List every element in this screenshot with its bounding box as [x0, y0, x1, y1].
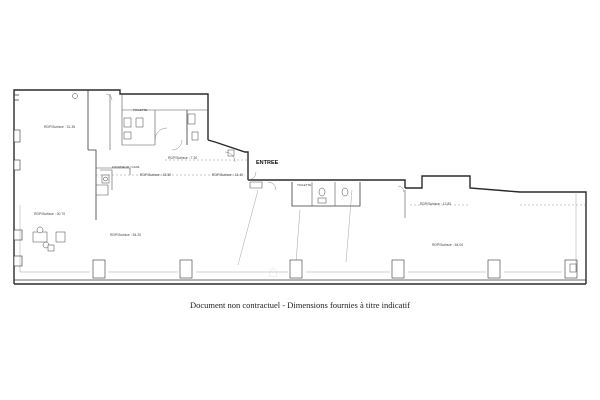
- partitions: [87, 90, 586, 266]
- label-room-7: RDP/Surface : 12.80: [420, 202, 451, 206]
- columns: [13, 129, 578, 279]
- label-toilettes-1: TOILETTE: [133, 108, 147, 112]
- label-room-4: RDP/Surface : 43.50: [140, 173, 171, 177]
- label-room-5: RDP/Surface : 64.00: [432, 243, 463, 247]
- window-marks: [19, 192, 577, 273]
- plan-caption: Document non contractuel - Dimensions fo…: [190, 300, 410, 310]
- outer-walls: [13, 89, 587, 285]
- label-room-6: RDP/Surface : 13.40: [212, 173, 243, 177]
- fixtures: [32, 93, 577, 273]
- label-entree: ENTREE: [256, 160, 279, 166]
- watermark-logo: ⌂: [268, 262, 280, 281]
- door-swings: [105, 93, 405, 193]
- label-room-8: RDP/Surface : 7.30: [168, 156, 197, 160]
- label-room-1: RDP/Surface : 31.35: [44, 125, 75, 129]
- plan-labels: ENTREE TOILETTE TOILETTE FOURNEUR / CAFÉ…: [34, 108, 463, 247]
- label-kitchen: FOURNEUR / CAFÉ: [112, 164, 140, 169]
- label-room-2: RDP/Surface : 30.70: [34, 212, 65, 216]
- label-toilettes-2: TOILETTE: [297, 183, 311, 187]
- label-room-3: RDP/Surface : 54.20: [110, 233, 141, 237]
